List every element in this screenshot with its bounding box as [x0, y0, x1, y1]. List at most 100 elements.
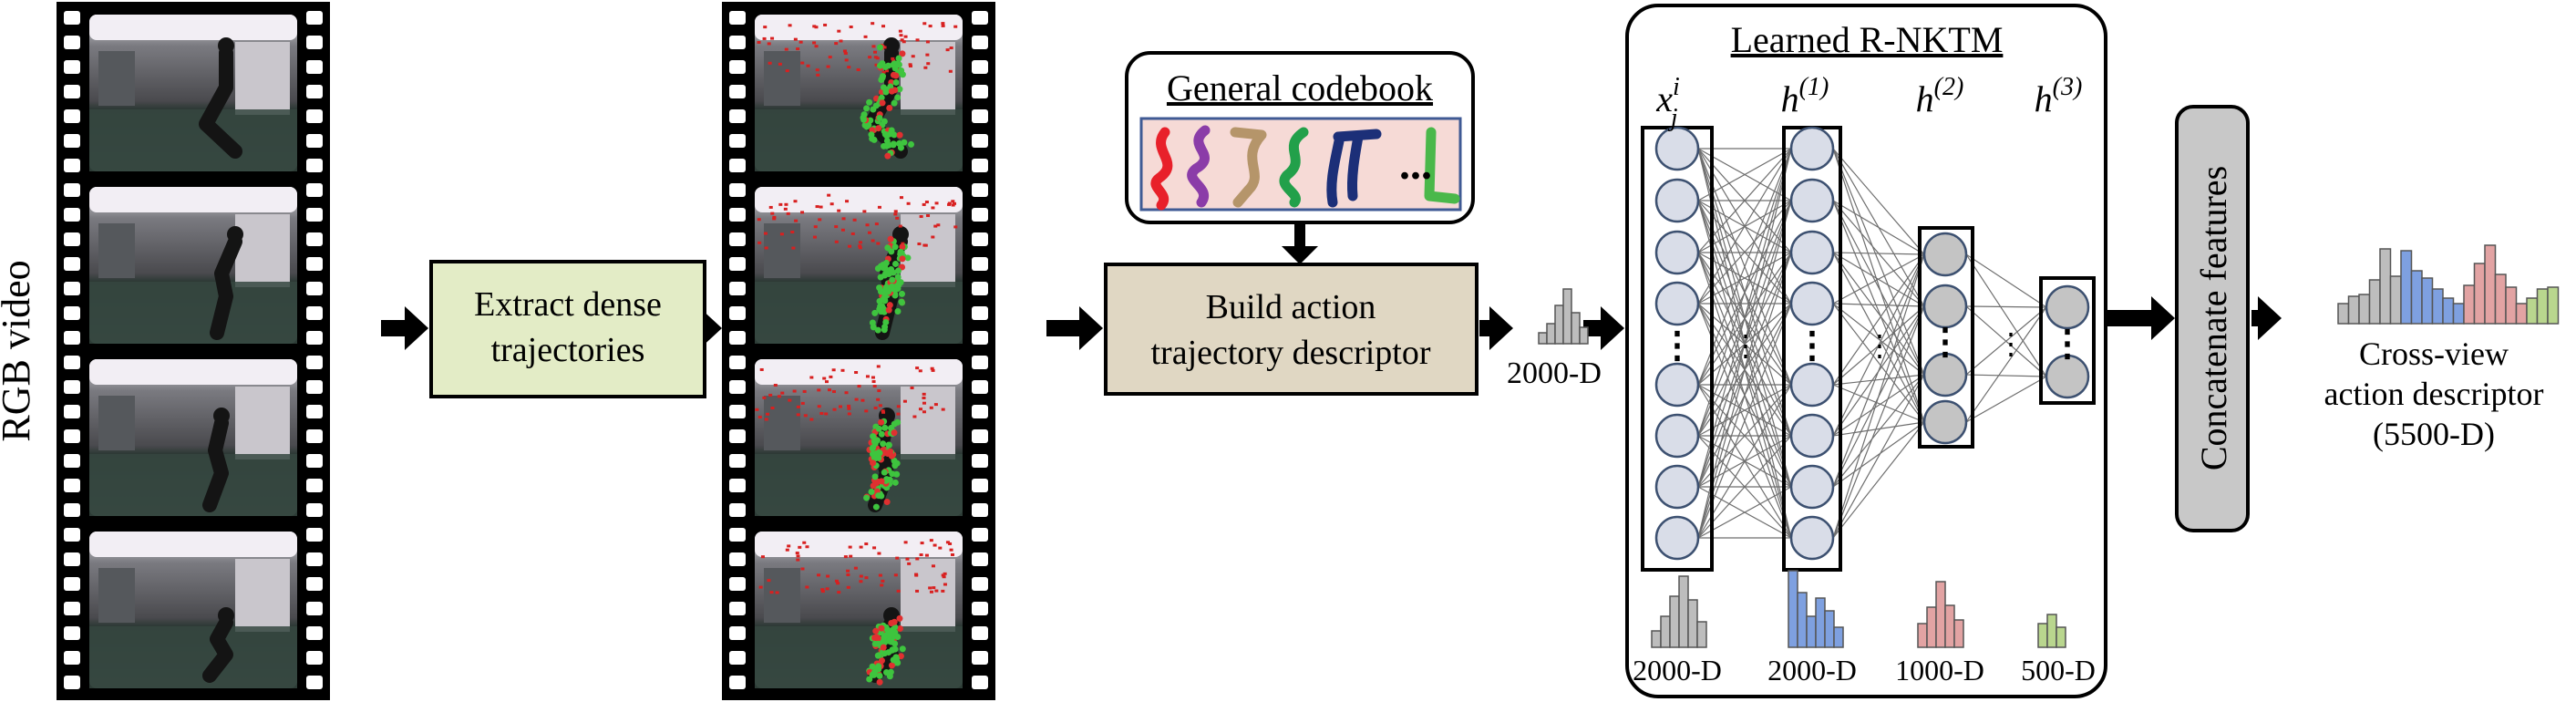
histogram-bar [2056, 626, 2066, 648]
layer-box [1918, 226, 1974, 449]
network-edge [1832, 200, 1925, 255]
film-perforation [64, 602, 80, 615]
film-perforation [972, 232, 988, 246]
film-perforation [972, 282, 988, 295]
layer-dim-label: 2000-D [1767, 654, 1857, 687]
arrow-shaft [1046, 320, 1081, 336]
film-perforation [64, 11, 80, 25]
network-edge [1832, 253, 1925, 386]
film-perforation [972, 454, 988, 468]
film-perforation [972, 208, 988, 222]
histogram-bar [2547, 286, 2560, 325]
film-perforation [306, 577, 323, 591]
network-node [1654, 515, 1700, 561]
film-perforation [729, 429, 746, 443]
codebook-title: General codebook [1167, 67, 1433, 108]
film-perforation [306, 503, 323, 517]
film-perforation [306, 306, 323, 320]
film-perforation [64, 479, 80, 492]
arrow-head [405, 306, 428, 350]
network-edge [1832, 253, 1925, 539]
codebook-trajectory [1150, 127, 1173, 211]
film-perforation [306, 528, 323, 542]
input-label: RGB video [0, 260, 38, 441]
layer-label-sup: (1) [1799, 73, 1829, 101]
extract-box [429, 260, 706, 398]
film-perforation [64, 380, 80, 394]
network-node [1789, 230, 1835, 275]
network-edge [1832, 253, 1925, 488]
network-node [1654, 230, 1700, 275]
film-perforation [729, 11, 746, 25]
film-perforation [306, 11, 323, 25]
histogram-bar [1579, 326, 1589, 345]
network-node [1654, 413, 1700, 459]
network-edge [1965, 374, 2047, 377]
histogram-bar [1935, 581, 1946, 648]
layer-label-sub: j [1668, 104, 1678, 132]
edge-ellipsis: ⋮ [1865, 329, 1894, 362]
film-perforation [729, 626, 746, 640]
film-perforation [729, 454, 746, 468]
layer-ellipsis: ⋮ [1794, 325, 1830, 366]
histogram-bar [2337, 303, 2350, 325]
film-perforation [972, 676, 988, 689]
network-node [1789, 464, 1835, 510]
network-edge [1832, 305, 1925, 539]
histogram-bar [1696, 621, 1707, 648]
film-perforation [972, 183, 988, 197]
network-node [1789, 515, 1835, 561]
film-perforation [729, 306, 746, 320]
film-perforation [306, 676, 323, 689]
video-frame [755, 359, 963, 516]
histogram-bar [1953, 619, 1964, 648]
film-perforation [306, 331, 323, 345]
network-node [1922, 352, 1968, 397]
film-perforation [64, 208, 80, 222]
network-node [1789, 126, 1835, 171]
film-perforation [64, 85, 80, 98]
cross-view-histogram [2337, 244, 2560, 325]
film-perforation [64, 60, 80, 74]
film-perforation [306, 134, 323, 148]
film-perforation [64, 356, 80, 369]
layer-box [2039, 276, 2096, 405]
edge-ellipsis: ⋮ [1996, 327, 2025, 360]
histogram-bar [2505, 286, 2518, 325]
film-perforation [729, 183, 746, 197]
film-perforation [729, 651, 746, 665]
arrow-head [2151, 296, 2175, 340]
histogram-bar [2484, 244, 2497, 325]
histogram-bar [2526, 297, 2539, 325]
network-edge [1832, 252, 1925, 255]
film-perforation [729, 479, 746, 492]
film-perforation [306, 208, 323, 222]
network-node [1922, 284, 1968, 329]
film-perforation [306, 232, 323, 246]
film-perforation [64, 503, 80, 517]
network-node [1654, 126, 1700, 171]
film-perforation [972, 159, 988, 172]
film-perforation [972, 331, 988, 345]
network-node [1789, 178, 1835, 223]
network-edge [1832, 421, 1925, 539]
film-perforation [64, 676, 80, 689]
histogram-bar [1538, 332, 1548, 345]
histogram-bar [2368, 279, 2381, 325]
film-perforation [729, 577, 746, 591]
film-perforation [972, 552, 988, 566]
codebook-trajectory [1230, 127, 1267, 208]
film-perforation [729, 331, 746, 345]
histogram-bar [1669, 595, 1680, 648]
film-perforation [64, 232, 80, 246]
histogram-bar [1546, 323, 1556, 345]
film-perforation [64, 528, 80, 542]
descriptor-dim: 2000-D [1507, 356, 1602, 390]
build-box [1104, 263, 1479, 396]
network-edge [1832, 148, 1925, 255]
layer-label-sup: (3) [2053, 73, 2083, 101]
build-descriptor-step: Build action trajectory descriptor [1104, 263, 1479, 396]
film-perforation [306, 85, 323, 98]
histogram-bar [2379, 248, 2392, 325]
film-perforation [972, 528, 988, 542]
